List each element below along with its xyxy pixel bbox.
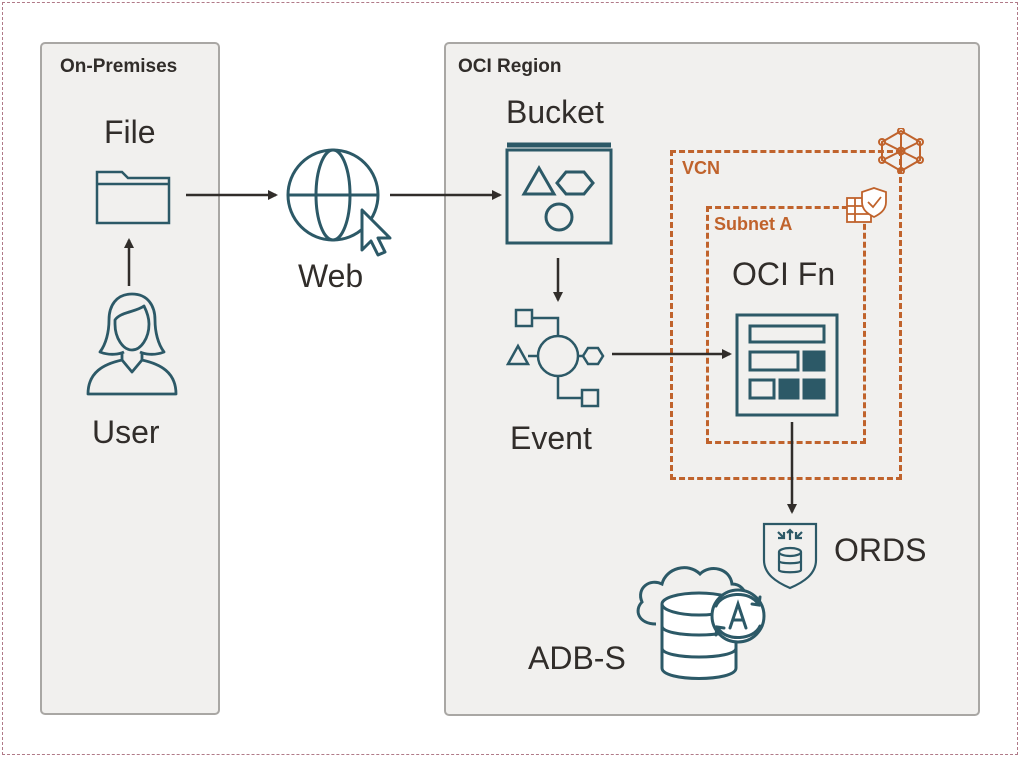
user-icon: [86, 292, 178, 396]
vcn-title: VCN: [682, 158, 721, 178]
subnet-title: Subnet A: [714, 214, 793, 234]
globe-cursor-icon: [286, 148, 392, 257]
oci-region-title: OCI Region: [458, 56, 562, 77]
subnet-security-icon: [846, 187, 887, 223]
ords-label: ORDS: [834, 532, 927, 568]
vcn-network-icon: [878, 128, 924, 174]
web-label: Web: [298, 258, 364, 294]
ords-icon: [762, 522, 818, 590]
autonomous-database-icon: [636, 566, 766, 680]
file-label: File: [104, 114, 156, 150]
bucket-icon: [505, 142, 613, 245]
on-premises-title: On-Premises: [60, 56, 178, 77]
fn-label: OCI Fn: [732, 256, 836, 292]
event-label: Event: [510, 420, 592, 456]
user-label: User: [92, 414, 160, 450]
adb-label: ADB-S: [528, 640, 626, 676]
on-premises-panel: [40, 42, 220, 715]
bucket-label: Bucket: [506, 94, 604, 130]
function-icon: [735, 313, 839, 417]
folder-icon: [95, 170, 171, 225]
subnet-box: [706, 206, 866, 444]
event-icon: [506, 308, 605, 408]
vcn-box: [670, 150, 902, 480]
